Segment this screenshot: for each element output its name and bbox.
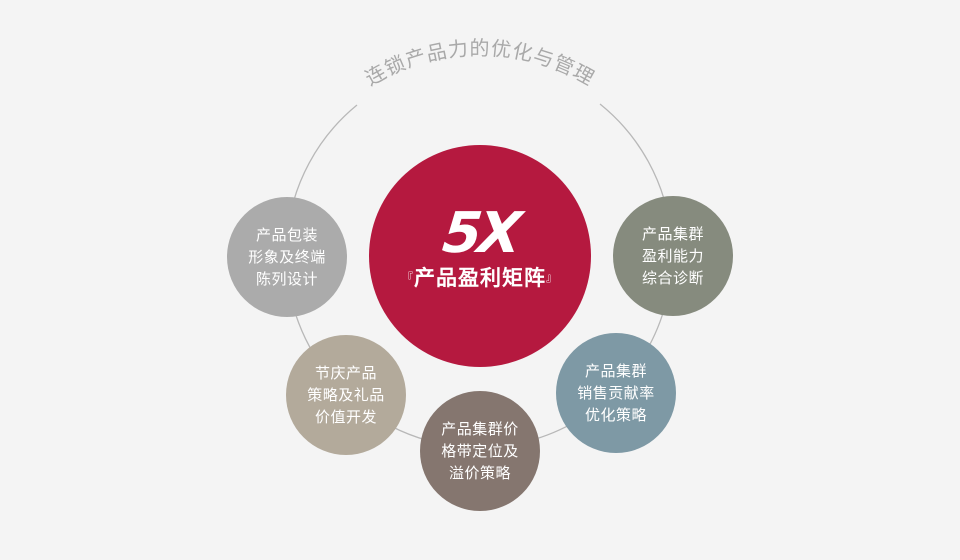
close-bracket: 』: [546, 271, 558, 284]
node-pricing-premium: 产品集群价 格带定位及 溢价策略: [420, 391, 540, 511]
five-x-mark: 5X: [439, 201, 521, 266]
node-holiday-gift: 节庆产品 策略及礼品 价值开发: [286, 335, 406, 455]
node-packaging-display: 产品包装 形象及终端 陈列设计: [227, 197, 347, 317]
center-title: 『产品盈利矩阵』: [402, 264, 558, 292]
node-sales-contribution: 产品集群 销售贡献率 优化策略: [556, 333, 676, 453]
node-label: 产品集群 盈利能力 综合诊断: [641, 225, 704, 287]
open-bracket: 『: [402, 271, 414, 284]
node-label: 产品集群价 格带定位及 溢价策略: [441, 420, 519, 482]
ring-title: 连锁产品力的优化与管理: [361, 36, 599, 90]
center-title-text: 产品盈利矩阵: [414, 266, 546, 290]
node-label: 产品集群 销售贡献率 优化策略: [577, 362, 655, 424]
center-node-profit-matrix: 5X 『产品盈利矩阵』: [369, 145, 591, 367]
node-label: 节庆产品 策略及礼品 价值开发: [307, 364, 385, 426]
node-label: 产品包装 形象及终端 陈列设计: [248, 226, 326, 288]
node-profitability-diagnosis: 产品集群 盈利能力 综合诊断: [613, 196, 733, 316]
